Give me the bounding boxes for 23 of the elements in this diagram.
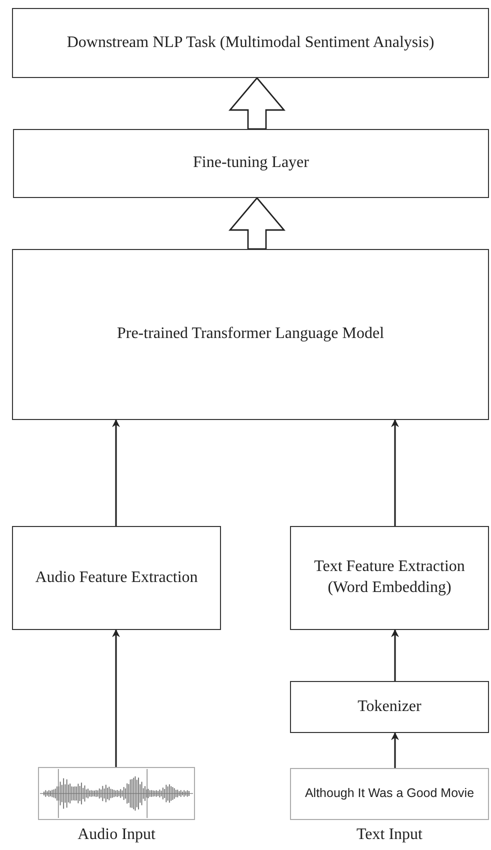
process-box	[13, 129, 489, 198]
process-box	[12, 249, 489, 420]
process-box	[290, 768, 489, 820]
box-label: Tokenizer	[356, 696, 422, 717]
process-box	[290, 681, 489, 733]
arrow	[391, 629, 399, 681]
box-label: Audio Feature Extraction	[34, 568, 199, 588]
box-label: Pre-trained Transformer Language Model	[116, 324, 386, 344]
arrow	[112, 629, 120, 767]
box-label: Downstream NLP Task (Multimodal Sentiment Analysis)	[66, 32, 436, 53]
input-sentence: Although It Was a Good Movie	[304, 785, 476, 802]
box-label: Text Feature Extraction (Word Embedding)	[313, 557, 466, 598]
box-label: Fine-tuning Layer	[192, 153, 310, 174]
process-box	[290, 526, 489, 630]
process-box	[12, 526, 221, 630]
block-arrow	[228, 76, 286, 130]
arrow	[391, 732, 399, 768]
input-caption: Audio Input	[76, 826, 156, 844]
input-caption: Text Input	[356, 826, 424, 844]
arrow	[391, 419, 399, 526]
block-arrow	[228, 196, 286, 250]
process-box	[12, 8, 489, 78]
arrow	[112, 419, 120, 526]
